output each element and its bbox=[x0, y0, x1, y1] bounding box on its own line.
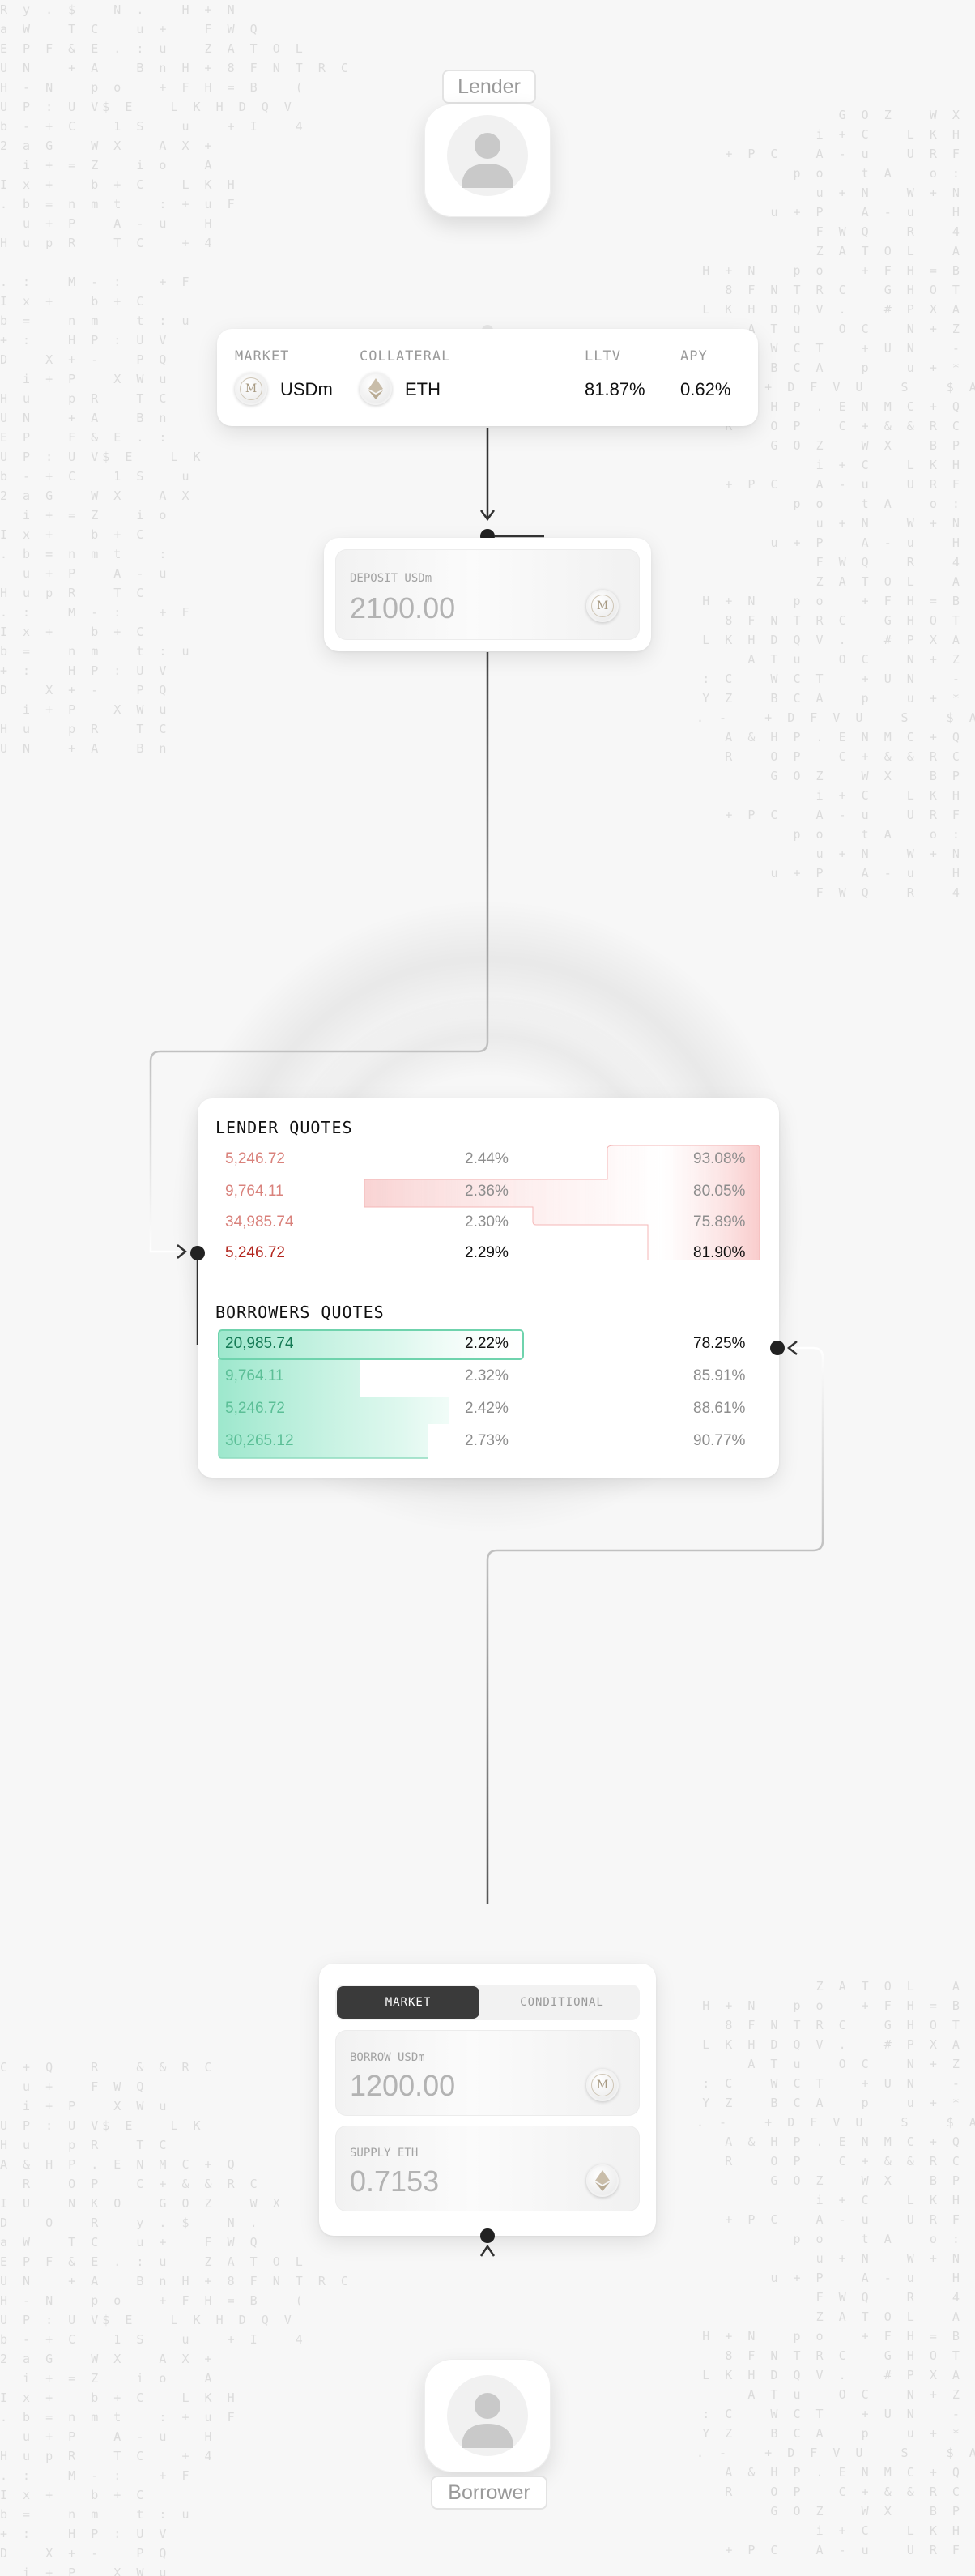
connector-arrow-borrow-card bbox=[479, 2244, 496, 2257]
usdm-coin-icon: M bbox=[235, 373, 267, 405]
borrow-input-box[interactable]: BORROW USDm 1200.00 M bbox=[335, 2030, 640, 2116]
borrower-depth-shape bbox=[218, 1329, 524, 1459]
deposit-input-box[interactable]: DEPOSIT USDm 2100.00 M bbox=[335, 549, 640, 640]
deposit-amount[interactable]: 2100.00 bbox=[350, 591, 456, 625]
lender-row-1-lltv: 93.08% bbox=[693, 1150, 746, 1167]
quotes-card: LENDER QUOTES 5,246.72 2.44% 93.08% 9,76… bbox=[198, 1098, 779, 1478]
lender-row-3-lltv: 75.89% bbox=[693, 1213, 746, 1230]
lender-row-2-amount[interactable]: 9,764.11 bbox=[225, 1183, 284, 1200]
borrower-row-4-amount[interactable]: 30,265.12 bbox=[225, 1432, 294, 1449]
lender-row-1-amount[interactable]: 5,246.72 bbox=[225, 1150, 285, 1167]
connector-borrower-to-quotes bbox=[486, 1346, 824, 1904]
collateral-token: ETH bbox=[405, 379, 441, 399]
lender-row-1-rate: 2.44% bbox=[465, 1150, 509, 1167]
borrower-row-4-rate: 2.73% bbox=[465, 1432, 509, 1449]
eth-icon bbox=[360, 373, 392, 405]
tab-market[interactable]: MARKET bbox=[337, 1986, 479, 2019]
lender-quotes-connector-dot bbox=[190, 1246, 205, 1260]
borrower-row-2-amount[interactable]: 9,764.11 bbox=[225, 1367, 284, 1384]
lender-row-4-amount[interactable]: 5,246.72 bbox=[225, 1244, 285, 1261]
order-type-tabs: MARKET CONDITIONAL bbox=[335, 1985, 640, 2020]
borrower-row-4-lltv: 90.77% bbox=[693, 1432, 746, 1449]
supply-input-box[interactable]: SUPPLY ETH 0.7153 bbox=[335, 2126, 640, 2211]
borrower-row-2-rate: 2.32% bbox=[465, 1367, 509, 1384]
lender-label: Lender bbox=[442, 70, 536, 104]
borrow-card: MARKET CONDITIONAL BORROW USDm 1200.00 M… bbox=[319, 1964, 656, 2236]
market-header: MARKET bbox=[235, 348, 290, 365]
lender-row-3-amount[interactable]: 34,985.74 bbox=[225, 1213, 294, 1230]
collateral-header: COLLATERAL bbox=[360, 348, 451, 365]
borrow-label: BORROW USDm bbox=[350, 2051, 425, 2064]
deposit-label: DEPOSIT USDm bbox=[350, 572, 432, 585]
lender-row-2-rate: 2.36% bbox=[465, 1183, 509, 1200]
borrower-label: Borrower bbox=[431, 2476, 547, 2510]
lltv-value: 81.87% bbox=[585, 379, 645, 399]
lender-depth-shape bbox=[364, 1145, 760, 1260]
borrow-amount[interactable]: 1200.00 bbox=[350, 2069, 456, 2102]
lender-row-4-rate: 2.29% bbox=[465, 1244, 509, 1261]
connector-arrow-lender-quotes bbox=[177, 1244, 188, 1259]
connector-arrow-borrower-quotes bbox=[786, 1341, 798, 1355]
borrow-card-connector-dot bbox=[480, 2228, 495, 2243]
lltv-header: LLTV bbox=[585, 348, 621, 365]
borrower-row-3-lltv: 88.61% bbox=[693, 1400, 746, 1417]
apy-header: APY bbox=[680, 348, 708, 365]
user-icon bbox=[447, 2375, 528, 2456]
lender-row-4-lltv: 81.90% bbox=[693, 1244, 746, 1261]
borrower-row-3-rate: 2.42% bbox=[465, 1400, 509, 1417]
lender-row-2-lltv: 80.05% bbox=[693, 1183, 746, 1200]
usdm-coin-icon: M bbox=[586, 590, 619, 622]
supply-label: SUPPLY ETH bbox=[350, 2147, 419, 2160]
lender-avatar-card[interactable] bbox=[424, 104, 551, 217]
background-glyphs-bottom-left: C + Q R & & R C u + F W Q i + P X W u U … bbox=[0, 2060, 352, 2576]
market-token: USDm bbox=[280, 379, 333, 399]
user-icon bbox=[447, 115, 528, 196]
tab-conditional[interactable]: CONDITIONAL bbox=[520, 1996, 604, 2009]
usdm-coin-icon: M bbox=[586, 2069, 619, 2101]
borrowers-quotes-title: BORROWERS QUOTES bbox=[215, 1303, 385, 1322]
lender-row-3-rate: 2.30% bbox=[465, 1213, 509, 1230]
borrower-quotes-connector-dot bbox=[770, 1341, 785, 1355]
lender-quotes-title: LENDER QUOTES bbox=[215, 1118, 353, 1137]
borrower-row-3-amount[interactable]: 5,246.72 bbox=[225, 1400, 285, 1417]
borrower-row-1-lltv: 78.25% bbox=[693, 1335, 746, 1352]
connector-deposit-to-quotes bbox=[149, 652, 489, 1253]
background-glyphs-bottom-right: Z A T O L A H + N p o + F H = B 8 F N T … bbox=[696, 1979, 975, 2557]
supply-amount[interactable]: 0.7153 bbox=[350, 2164, 440, 2198]
eth-icon bbox=[586, 2164, 619, 2197]
connector-arrow-deposit bbox=[479, 510, 496, 522]
borrower-avatar-card[interactable] bbox=[424, 2359, 551, 2472]
market-card[interactable]: MARKET COLLATERAL LLTV APY M USDm ETH 81… bbox=[217, 329, 758, 426]
borrower-row-1-rate: 2.22% bbox=[465, 1335, 509, 1352]
borrower-row-2-lltv: 85.91% bbox=[693, 1367, 746, 1384]
borrower-row-1-amount[interactable]: 20,985.74 bbox=[225, 1335, 294, 1352]
apy-value: 0.62% bbox=[680, 379, 731, 399]
deposit-card[interactable]: DEPOSIT USDm 2100.00 M bbox=[324, 538, 651, 651]
background-glyphs-top-left: R y . $ N . H + N a W T C u + F W Q E P … bbox=[0, 2, 352, 756]
